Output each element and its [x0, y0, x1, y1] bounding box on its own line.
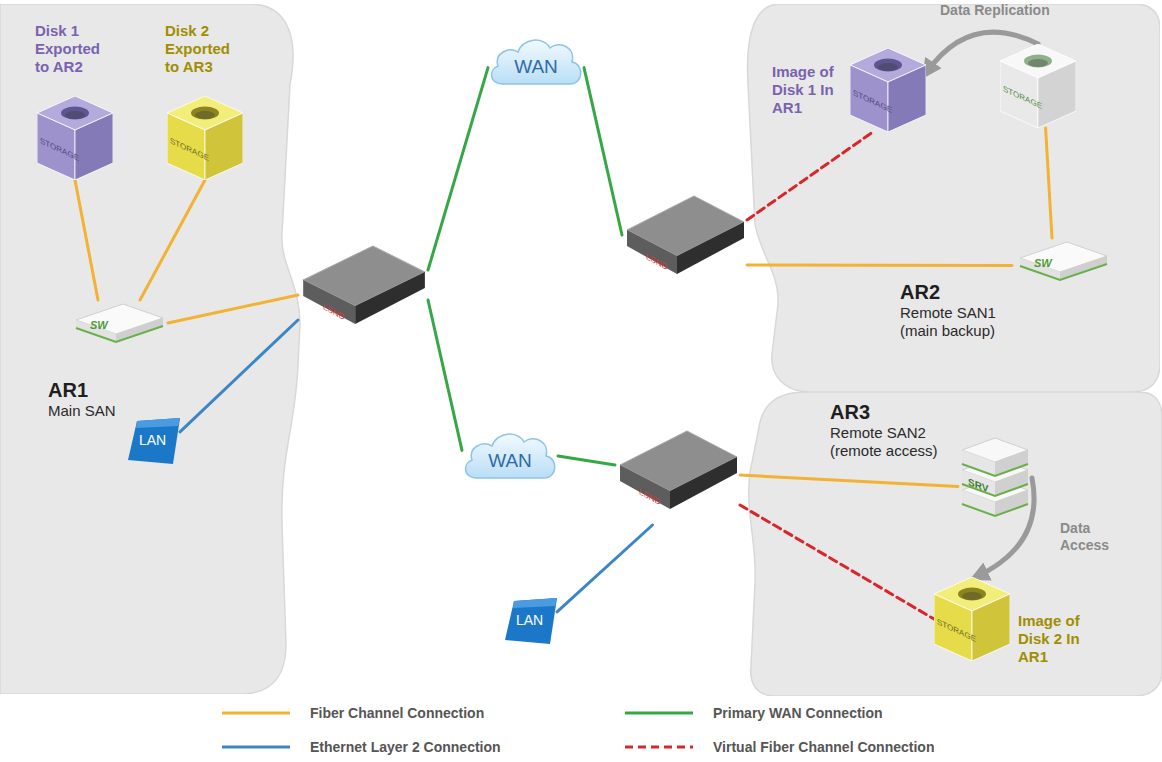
storage-cube: STORAGE [1000, 44, 1076, 128]
lsnd-appliance: LSND [615, 425, 740, 525]
storage-cube: Image of Disk 2 In AR1STORAGE [934, 572, 1090, 666]
wan-label: WAN [462, 450, 558, 472]
fc-switch: SW [68, 300, 168, 346]
legend-text: Virtual Fiber Channel Connection [713, 738, 934, 756]
disk-caption: Image of Disk 1 In AR1 [772, 63, 844, 117]
site-description: Main SAN [48, 402, 168, 420]
storage-cube-body: STORAGE [850, 48, 926, 132]
flow-label-box: Data Replication [940, 2, 1080, 19]
site-name: AR1 [48, 378, 168, 402]
region-heading: AR1Main SAN [48, 378, 168, 420]
connection-line [747, 264, 1012, 268]
legend-text: Fiber Channel Connection [310, 704, 484, 722]
storage-cube-shape [850, 48, 926, 132]
lsnd-appliance: LSND [622, 190, 747, 290]
lsnd-shape [622, 190, 747, 290]
lan-label: LAN [516, 612, 548, 628]
storage-cube-body: STORAGE [37, 96, 113, 180]
flow-label-box: Data Access [1060, 520, 1130, 554]
legend-line-sample [222, 708, 290, 718]
storage-cube-body: STORAGE [934, 577, 1010, 661]
lsnd-shape [615, 425, 740, 525]
lan-label: LAN [139, 432, 171, 448]
site-name: AR2 [900, 280, 1025, 304]
region-heading: AR2Remote SAN1 (main backup) [900, 280, 1025, 340]
switch-shape [1012, 238, 1112, 284]
legend-row: Virtual Fiber Channel Connection [625, 738, 934, 756]
storage-cube-shape [167, 96, 243, 180]
storage-cube-shape [37, 96, 113, 180]
connection-line [428, 300, 462, 450]
disk-caption: Image of Disk 2 In AR1 [1018, 612, 1090, 666]
site-description: Remote SAN2 (remote access) [830, 424, 965, 460]
server: SRV [958, 436, 1032, 520]
storage-cube: Image of Disk 1 In AR1STORAGE [772, 48, 926, 132]
lsnd-appliance: LSND [298, 240, 428, 340]
wan-cloud: WAN [462, 428, 558, 484]
legend-line-sample [222, 742, 290, 752]
storage-cube-body: STORAGE [1000, 44, 1076, 128]
legend-row: Fiber Channel Connection [222, 704, 484, 722]
wan-label: WAN [488, 56, 584, 78]
legend-text: Primary WAN Connection [713, 704, 883, 722]
connection-line [557, 525, 653, 612]
disk-caption: Disk 1 Exported to AR2 [35, 22, 115, 76]
storage-cube-shape [1000, 44, 1076, 128]
switch-label: SW [1034, 257, 1054, 269]
legend-line-sample [625, 742, 693, 752]
connection-line [428, 68, 488, 270]
fc-switch: SW [1012, 238, 1112, 284]
wan-cloud: WAN [488, 34, 584, 90]
site-name: AR3 [830, 400, 965, 424]
lsnd-shape [298, 240, 428, 340]
storage-cube-shape [934, 577, 1010, 661]
lan-icon: LAN [128, 418, 180, 464]
connection-line [558, 456, 615, 465]
switch-shape [68, 300, 168, 346]
disk-caption: Disk 2 Exported to AR3 [165, 22, 245, 76]
connection-line [584, 68, 622, 235]
legend-row: Primary WAN Connection [625, 704, 883, 722]
region-outline [0, 4, 305, 694]
legend-line-sample [625, 708, 693, 718]
site-region: AR2Remote SAN1 (main backup) Image of Dis… [740, 4, 1160, 392]
legend-row: Ethernet Layer 2 Connection [222, 738, 501, 756]
storage-cube: Disk 1 Exported to AR2STORAGE [35, 22, 115, 180]
site-region: AR1Main SAN Disk 1 Exported to AR2STORAGE… [0, 4, 305, 694]
lan-icon: LAN [505, 598, 557, 644]
storage-cube: Disk 2 Exported to AR3STORAGE [165, 22, 245, 180]
region-heading: AR3Remote SAN2 (remote access) [830, 400, 965, 460]
storage-cube-body: STORAGE [167, 96, 243, 180]
switch-label: SW [90, 319, 110, 331]
legend-text: Ethernet Layer 2 Connection [310, 738, 501, 756]
flow-label: Data Replication [940, 2, 1080, 19]
site-description: Remote SAN1 (main backup) [900, 304, 1025, 340]
flow-label: Data Access [1060, 520, 1130, 554]
